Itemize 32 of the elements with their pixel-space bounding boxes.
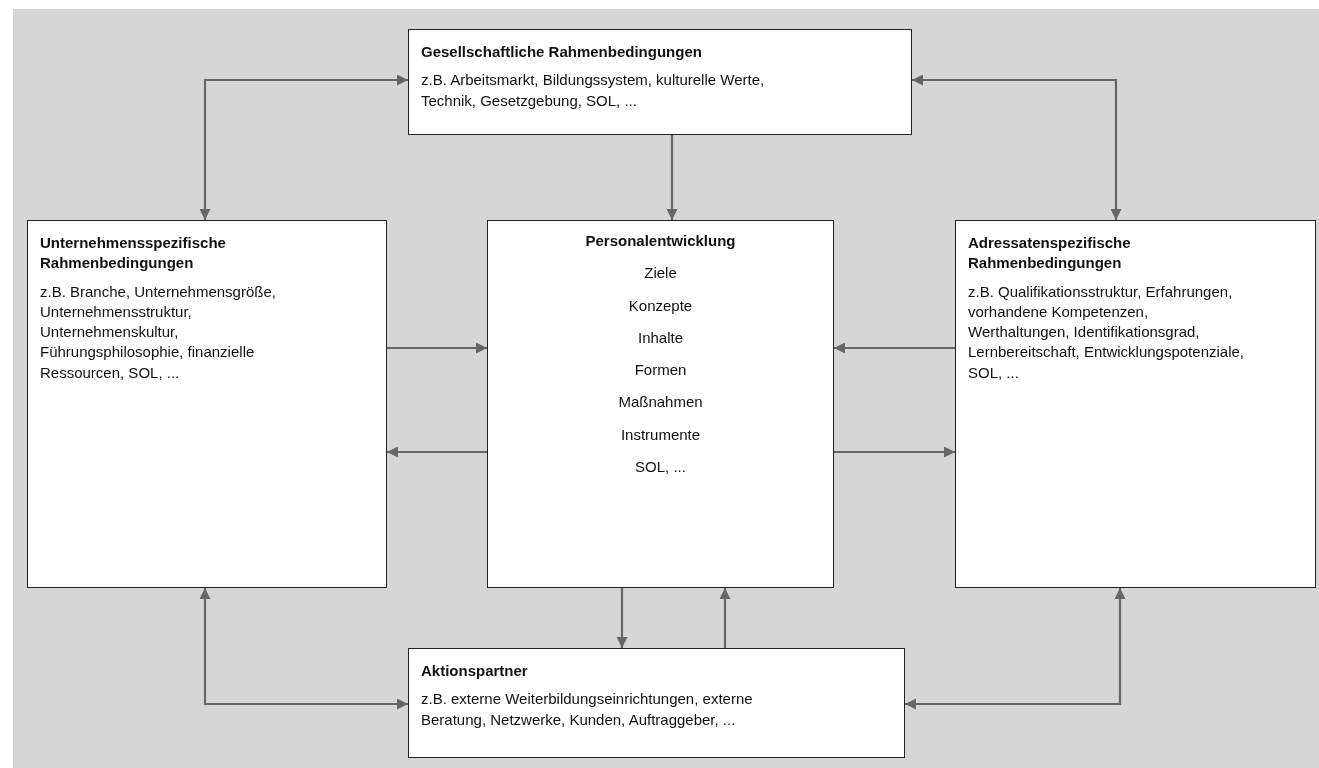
arrow: [834, 342, 955, 354]
box-text: z.B. Branche, Unternehmensgröße, Unternehmensstruktur, Unternehmenskultur, Führungsphilosophie, finanzielle Ressourcen, SOL, ...: [40, 281, 277, 383]
arrow: [387, 446, 487, 458]
text-box: [487, 220, 834, 588]
box-heading: Personalentwicklung: [585, 231, 736, 251]
box-text: SOL, ...: [635, 456, 686, 477]
box-text: Maßnahmen: [618, 392, 703, 413]
box-text: Inhalte: [637, 327, 683, 348]
arrow: [912, 74, 1122, 220]
text-box: [408, 29, 912, 135]
box-text: Ziele: [644, 263, 677, 284]
text-box: [27, 220, 387, 588]
box-heading: Unternehmensspezifische Rahmenbedingungen: [40, 233, 227, 274]
arrow: [199, 74, 408, 220]
arrow: [616, 588, 628, 648]
arrow: [905, 588, 1126, 710]
text-box: [955, 220, 1316, 588]
box-text: z.B. Qualifikationsstruktur, Erfahrungen, vorhandene Kompetenzen, Werthaltungen, Identifikationsgrad, Lernbereitschaft, Entwicklungspotenziale, SOL, ...: [968, 281, 1245, 383]
box-text: Konzepte: [628, 295, 693, 316]
arrow: [719, 588, 731, 648]
text-box: [408, 648, 905, 758]
box-heading: Gesellschaftliche Rahmenbedingungen: [421, 42, 702, 62]
box-heading: Aktionspartner: [421, 661, 528, 681]
box-text: z.B. externe Weiterbildungseinrichtungen, externe Beratung, Netzwerke, Kunden, Auftraggeber, ...: [421, 689, 754, 730]
box-text: z.B. Arbeitsmarkt, Bildungssystem, kulturelle Werte, Technik, Gesetzgebung, SOL, ...: [421, 70, 766, 111]
arrow: [834, 446, 955, 458]
arrow: [666, 135, 678, 220]
box-text: Instrumente: [620, 424, 701, 445]
arrow: [387, 342, 487, 354]
arrow: [199, 588, 408, 710]
box-heading: Adressatenspezifische Rahmenbedingungen: [968, 233, 1132, 274]
box-text: Formen: [634, 360, 687, 380]
